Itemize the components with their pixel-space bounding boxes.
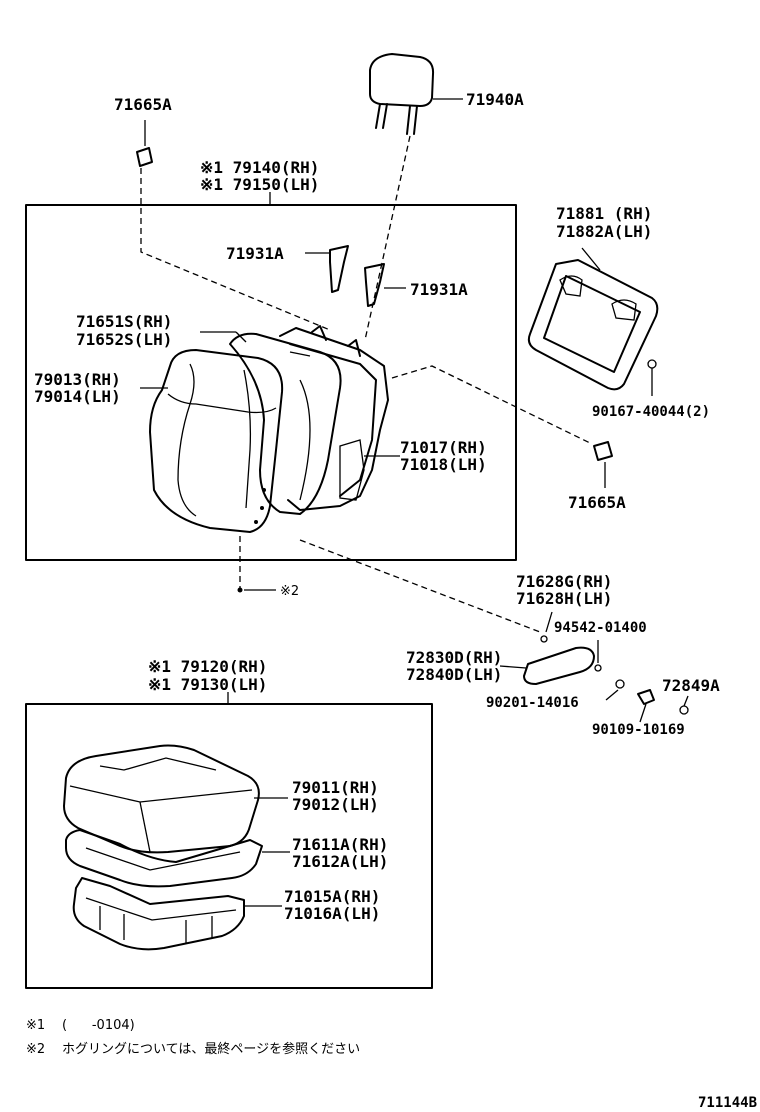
- part-label-71015a: 71015A(RH): [284, 887, 380, 906]
- part-label-94542: 94542-01400: [554, 620, 647, 636]
- upper-group-header-rh: ※1 79140(RH): [200, 158, 319, 177]
- part-label-71931a-left: 71931A: [226, 244, 284, 263]
- upper-group-frame: [25, 204, 517, 561]
- part-label-72849a: 72849A: [662, 676, 720, 695]
- part-label-71940a: 71940A: [466, 90, 524, 109]
- part-label-71611a: 71611A(RH): [292, 835, 388, 854]
- seatback-pad-drawing: [200, 331, 342, 515]
- part-label-71016a: 71016A(LH): [284, 904, 380, 923]
- cap-part-drawing: [136, 120, 153, 167]
- hog-ring-marker: [237, 587, 243, 593]
- part-label-72830d: 72830D(RH): [406, 648, 502, 667]
- lower-group-header-rh: ※1 79120(RH): [148, 657, 267, 676]
- part-label-71017: 71017(RH): [400, 438, 487, 457]
- footnote-1-text: ( -0104): [62, 1018, 135, 1033]
- diagram-code: 711144B: [698, 1095, 757, 1111]
- lower-group-header-lh: ※1 79130(LH): [148, 675, 267, 694]
- part-label-90109: 90109-10169: [592, 722, 685, 738]
- seat-cushion-frame-drawing: [72, 877, 282, 951]
- part-label-71612a: 71612A(LH): [292, 852, 388, 871]
- footnote-2-text: ホグリングについては、最終ページを参照ください: [62, 1041, 360, 1057]
- seatback-frame-drawing: [279, 325, 400, 511]
- part-label-71881: 71881 (RH): [556, 204, 652, 223]
- armrest-drawing: [499, 611, 689, 723]
- part-label-79013: 79013(RH): [34, 370, 121, 389]
- headrest-guide-drawing: [305, 245, 406, 307]
- seat-cushion-pad-drawing: [65, 829, 290, 888]
- part-label-71018: 71018(LH): [400, 455, 487, 474]
- part-label-71628g: 71628G(RH): [516, 572, 612, 591]
- part-label-90201: 90201-14016: [486, 695, 579, 711]
- part-label-71882a: 71882A(LH): [556, 222, 652, 241]
- hog-ring-note-ref: ※2: [280, 584, 299, 599]
- headrest-drawing: [369, 53, 463, 135]
- upper-group-header-lh: ※1 79150(LH): [200, 175, 319, 194]
- lower-group-frame: [25, 703, 433, 989]
- part-label-71651s: 71651S(RH): [76, 312, 172, 331]
- part-label-71665a-right: 71665A: [568, 493, 626, 512]
- part-label-71628h: 71628H(LH): [516, 589, 612, 608]
- footnote-1-mark: ※1: [26, 1018, 45, 1033]
- part-label-72840d: 72840D(LH): [406, 665, 502, 684]
- side-shield-drawing: [527, 247, 659, 488]
- part-label-79014: 79014(LH): [34, 387, 121, 406]
- part-label-71665a-top: 71665A: [114, 95, 172, 114]
- seat-cushion-cover-drawing: [63, 744, 288, 854]
- part-label-71652s: 71652S(LH): [76, 330, 172, 349]
- part-label-79011: 79011(RH): [292, 778, 379, 797]
- footnote-2-mark: ※2: [26, 1042, 45, 1057]
- seatback-cover-drawing: [140, 349, 284, 533]
- part-label-79012: 79012(LH): [292, 795, 379, 814]
- part-label-90167: 90167-40044(2): [592, 404, 710, 420]
- part-label-71931a-right: 71931A: [410, 280, 468, 299]
